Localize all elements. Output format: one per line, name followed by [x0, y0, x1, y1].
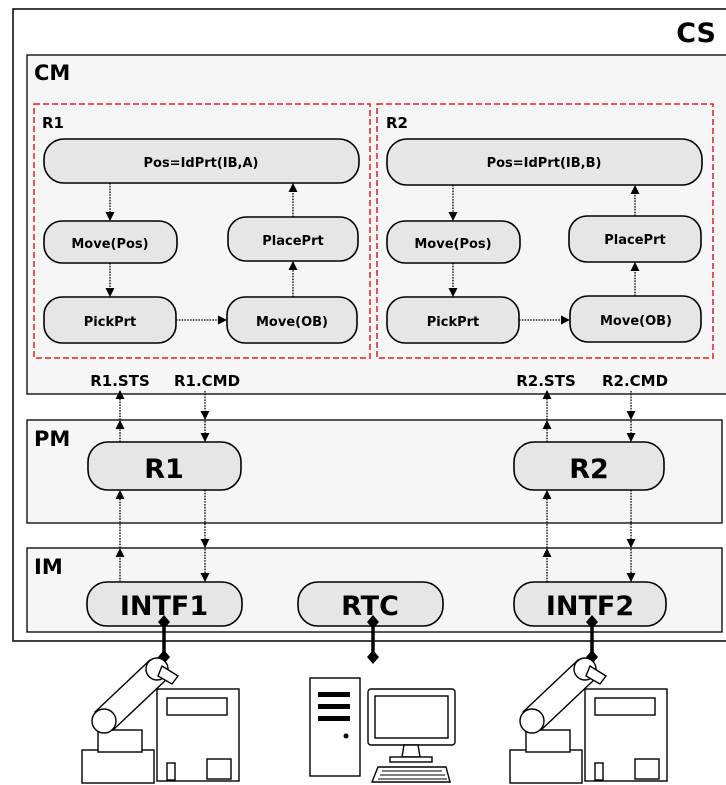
pm-r2-node	[513, 441, 665, 491]
r1-identify-label: Pos=IdPrt(IB,A)	[143, 156, 258, 171]
r2-status-signal: R2.STS	[516, 372, 576, 390]
pm-r1-node	[87, 441, 242, 491]
im-label: IM	[34, 555, 63, 579]
desktop-computer-icon	[309, 677, 456, 783]
r1-group-label: R1	[42, 114, 64, 132]
r2-move-pos-label: Move(Pos)	[414, 237, 491, 252]
r2-command-signal: R2.CMD	[602, 372, 668, 390]
r2-place-label: PlacePrt	[604, 233, 665, 248]
r1-status-signal: R1.STS	[90, 372, 150, 390]
r2-pick-label: PickPrt	[427, 315, 480, 330]
r2-group-label: R2	[386, 114, 408, 132]
r1-move-pos-label: Move(Pos)	[71, 237, 148, 252]
robot-arm-icon	[81, 657, 240, 784]
pm-r2-label: R2	[569, 454, 609, 485]
im-rtc-label: RTC	[341, 591, 399, 622]
cm-label: CM	[34, 61, 70, 85]
r2-identify-node	[386, 138, 703, 186]
r2-identify-label: Pos=IdPrt(IB,B)	[487, 156, 602, 171]
im-intf2-label: INTF2	[546, 591, 634, 622]
r2-group	[376, 103, 714, 359]
cs-label: CS	[676, 18, 716, 49]
rtc-hardware-link	[367, 615, 379, 664]
pm-label: PM	[34, 427, 70, 451]
r1-move-ob-label: Move(OB)	[256, 315, 328, 330]
r1-move-ob-node	[226, 296, 358, 344]
r1-pick-label: PickPrt	[84, 315, 137, 330]
r1-place-label: PlacePrt	[262, 234, 323, 249]
r1-identify-node	[43, 138, 360, 184]
pm-r1-label: R1	[144, 454, 184, 485]
r1-command-signal: R1.CMD	[174, 372, 240, 390]
r1-group	[33, 103, 371, 359]
r2-move-ob-label: Move(OB)	[600, 314, 672, 329]
robot-arm-icon	[509, 657, 668, 784]
